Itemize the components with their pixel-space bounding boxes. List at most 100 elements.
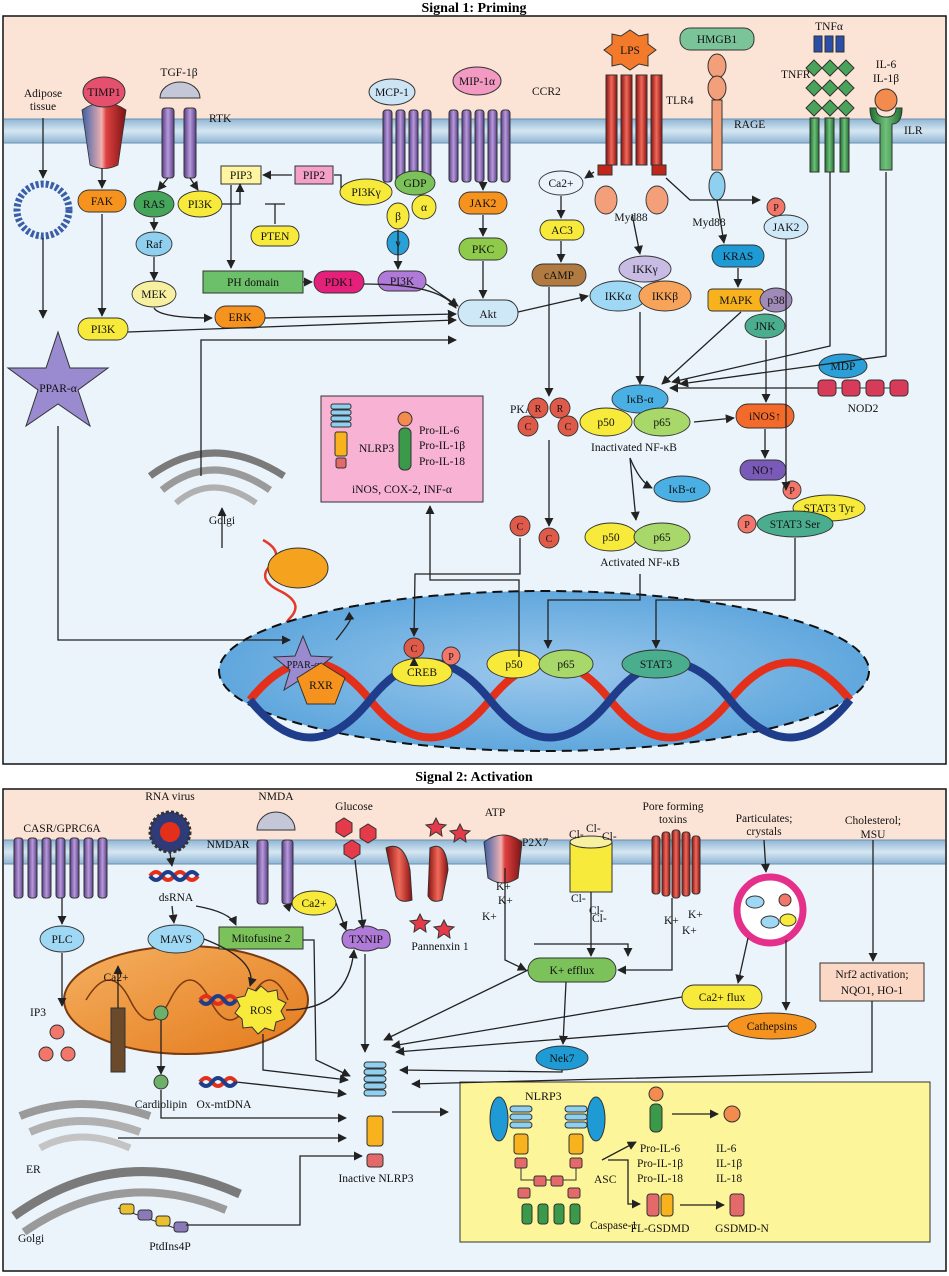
signal1-title: Signal 1: Priming [421,1,526,16]
pka-c1 [517,415,539,437]
kplus-1: K+ [496,881,511,893]
golgi-signal1: Golgi [147,449,286,527]
myd88-left-a [594,185,618,215]
pka-c-free-1-label: C [517,522,524,533]
ccr2-receptor [382,109,511,183]
pka-c-free-2-label: C [546,534,553,545]
cl-4: Cl- [571,893,586,905]
nrf2-label-1: Nrf2 activation; [835,969,908,981]
rtk-left [161,107,175,179]
signal2-title: Signal 2: Activation [415,770,533,785]
ptdins-label: PtdIns4P [149,1241,191,1253]
pip2-node [294,165,334,185]
mip-ligand [452,66,502,96]
nlrp3-title: NLRP3 [525,1089,562,1103]
tgf-ligand [159,81,201,99]
p65-inact-label: p65 [653,417,671,429]
ikka-label: IKKα [605,291,631,303]
nlrp3-active-complex [509,1105,588,1225]
pore-toxin-channel [651,829,701,899]
ppar-label: PPAR-α [39,383,77,395]
ac3-node [539,219,585,241]
nmdar-label: NMDAR [207,839,250,851]
pka-c-free-1 [509,515,531,537]
pore-label-1: Pore forming [642,801,703,813]
nek7-label: Nek7 [550,1053,575,1065]
pka-r2 [549,397,571,419]
myd88-left-label: Myd88 [614,212,647,224]
pro-il-head [648,1086,664,1102]
p50-inact-label: p50 [597,417,615,429]
stat3-ser-node [756,510,834,538]
cl-2: Cl- [586,823,601,835]
lysosome-particle-2 [778,893,792,907]
box-pro-il1b: Pro-IL-1β [419,440,465,452]
nmdar-right [281,839,294,905]
kefflux-label: K+ efflux [550,965,595,977]
stat3-nuc-label: STAT3 [640,659,673,671]
lps-ligand [603,29,657,71]
pten-label: PTEN [261,231,290,243]
nmda-ligand [256,811,296,831]
signal1-receptors: Adipose tissue TIMP1 TGF-1β RTK MCP-1 MI… [24,21,923,201]
ac3-label: AC3 [551,225,573,237]
erk-label: ERK [229,312,253,324]
ca2-mito-label: Ca2+ [103,972,128,984]
inos-label: iNOS↑ [749,411,781,423]
nucleus: PPAR-α RXR C CREB P p50 p65 STAT3 [218,590,870,752]
ikkb-node [638,280,692,312]
kplus-3: K+ [482,911,497,923]
p65-inact-node [633,407,691,437]
jak2-label: JAK2 [470,198,497,210]
ptdins-chain [117,1203,189,1233]
il-ligand [874,88,898,112]
ccr2-label: CCR2 [532,86,561,98]
alpha-node [411,194,437,220]
golgi-signal2 [11,1167,242,1236]
rtk-right [183,107,197,179]
pka-c2-label: C [565,422,572,433]
alpha-label: α [421,202,427,214]
mavs-label: MAVS [160,934,192,946]
ikba-free-node [653,475,711,503]
mek-node [131,280,177,308]
rna-virus-label: RNA virus [145,791,195,803]
ph-domain-label: PH domain [227,277,279,289]
pdk1-node [313,270,365,294]
pka-c-free-2 [538,527,560,549]
er-organelle [18,1100,152,1152]
stat3-tyr-phospho-label: P [789,486,795,497]
inos-node [735,403,795,429]
ikkg-node [618,255,672,283]
tnfr-label: TNFR [781,69,811,81]
signal1-nodes: FAK PI3K RAS PI3K Raf MEK ERK PIP3 PIP2 … [6,165,909,569]
nek7-left-icon [489,1096,509,1142]
ikkg-label: IKKγ [632,264,658,276]
box-pro-il-body [398,427,412,471]
tnfa-label: TNFα [815,21,843,33]
il6-label: IL-6 [716,1143,737,1155]
creb-phospho [441,646,461,666]
ros-node [234,985,287,1035]
act-nfkb-label: Activated NF-κB [600,557,680,569]
lysosome-particle-3 [760,915,780,929]
rna-virus-core [160,822,180,842]
ppar-small-label: PPAR-α [287,660,320,671]
myd88-right-label: Myd88 [692,217,725,229]
jak2-node [458,191,508,215]
adipose-label-2: tissue [30,101,56,113]
nrf2-label-2: NQO1, HO-1 [841,985,904,997]
ppar-star [6,330,110,428]
pip2-label: PIP2 [303,170,326,182]
cl-channel [569,841,613,893]
rxr-label: RXR [309,680,333,692]
mito-ca-channel [110,1007,126,1073]
fak-label: FAK [91,196,114,208]
pi3kg-node [339,178,393,206]
casr-receptor [13,837,108,899]
pdk1-label: PDK1 [325,277,354,289]
box-nlrp3-label: NLRP3 [359,443,394,455]
gsdmd-n-label: GSDMD-N [715,1223,769,1235]
kplus-6: K+ [682,925,697,937]
